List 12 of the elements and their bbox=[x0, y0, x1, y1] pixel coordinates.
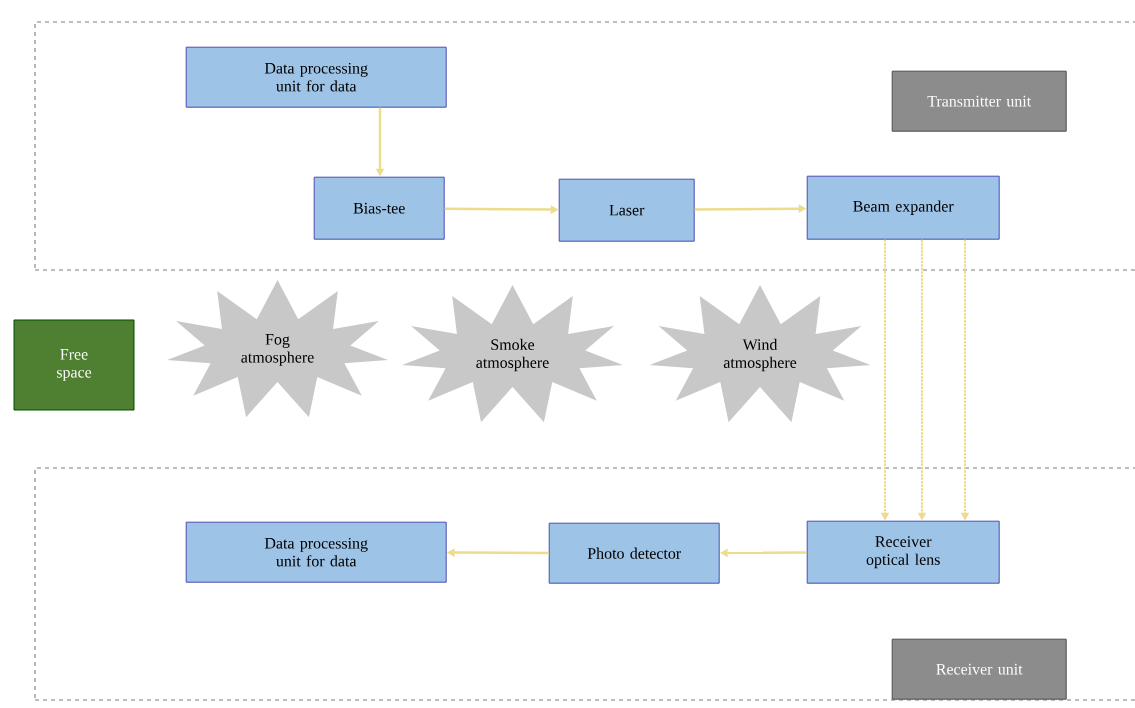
process-box: Bias-tee bbox=[313, 176, 445, 240]
dashed-frame bbox=[34, 21, 1135, 271]
process-box: Data processing unit for data bbox=[185, 521, 447, 583]
dashed-frame bbox=[34, 467, 1135, 701]
process-box: Data processing unit for data bbox=[185, 46, 447, 108]
label-box: Transmitter unit bbox=[891, 70, 1067, 132]
label-box: Receiver unit bbox=[891, 638, 1067, 700]
process-box: Beam expander bbox=[806, 175, 1000, 240]
process-box: Laser bbox=[558, 178, 695, 242]
process-box: Photo detector bbox=[548, 522, 720, 584]
label-box: Free space bbox=[13, 319, 135, 411]
process-box: Receiver optical lens bbox=[806, 520, 1000, 584]
